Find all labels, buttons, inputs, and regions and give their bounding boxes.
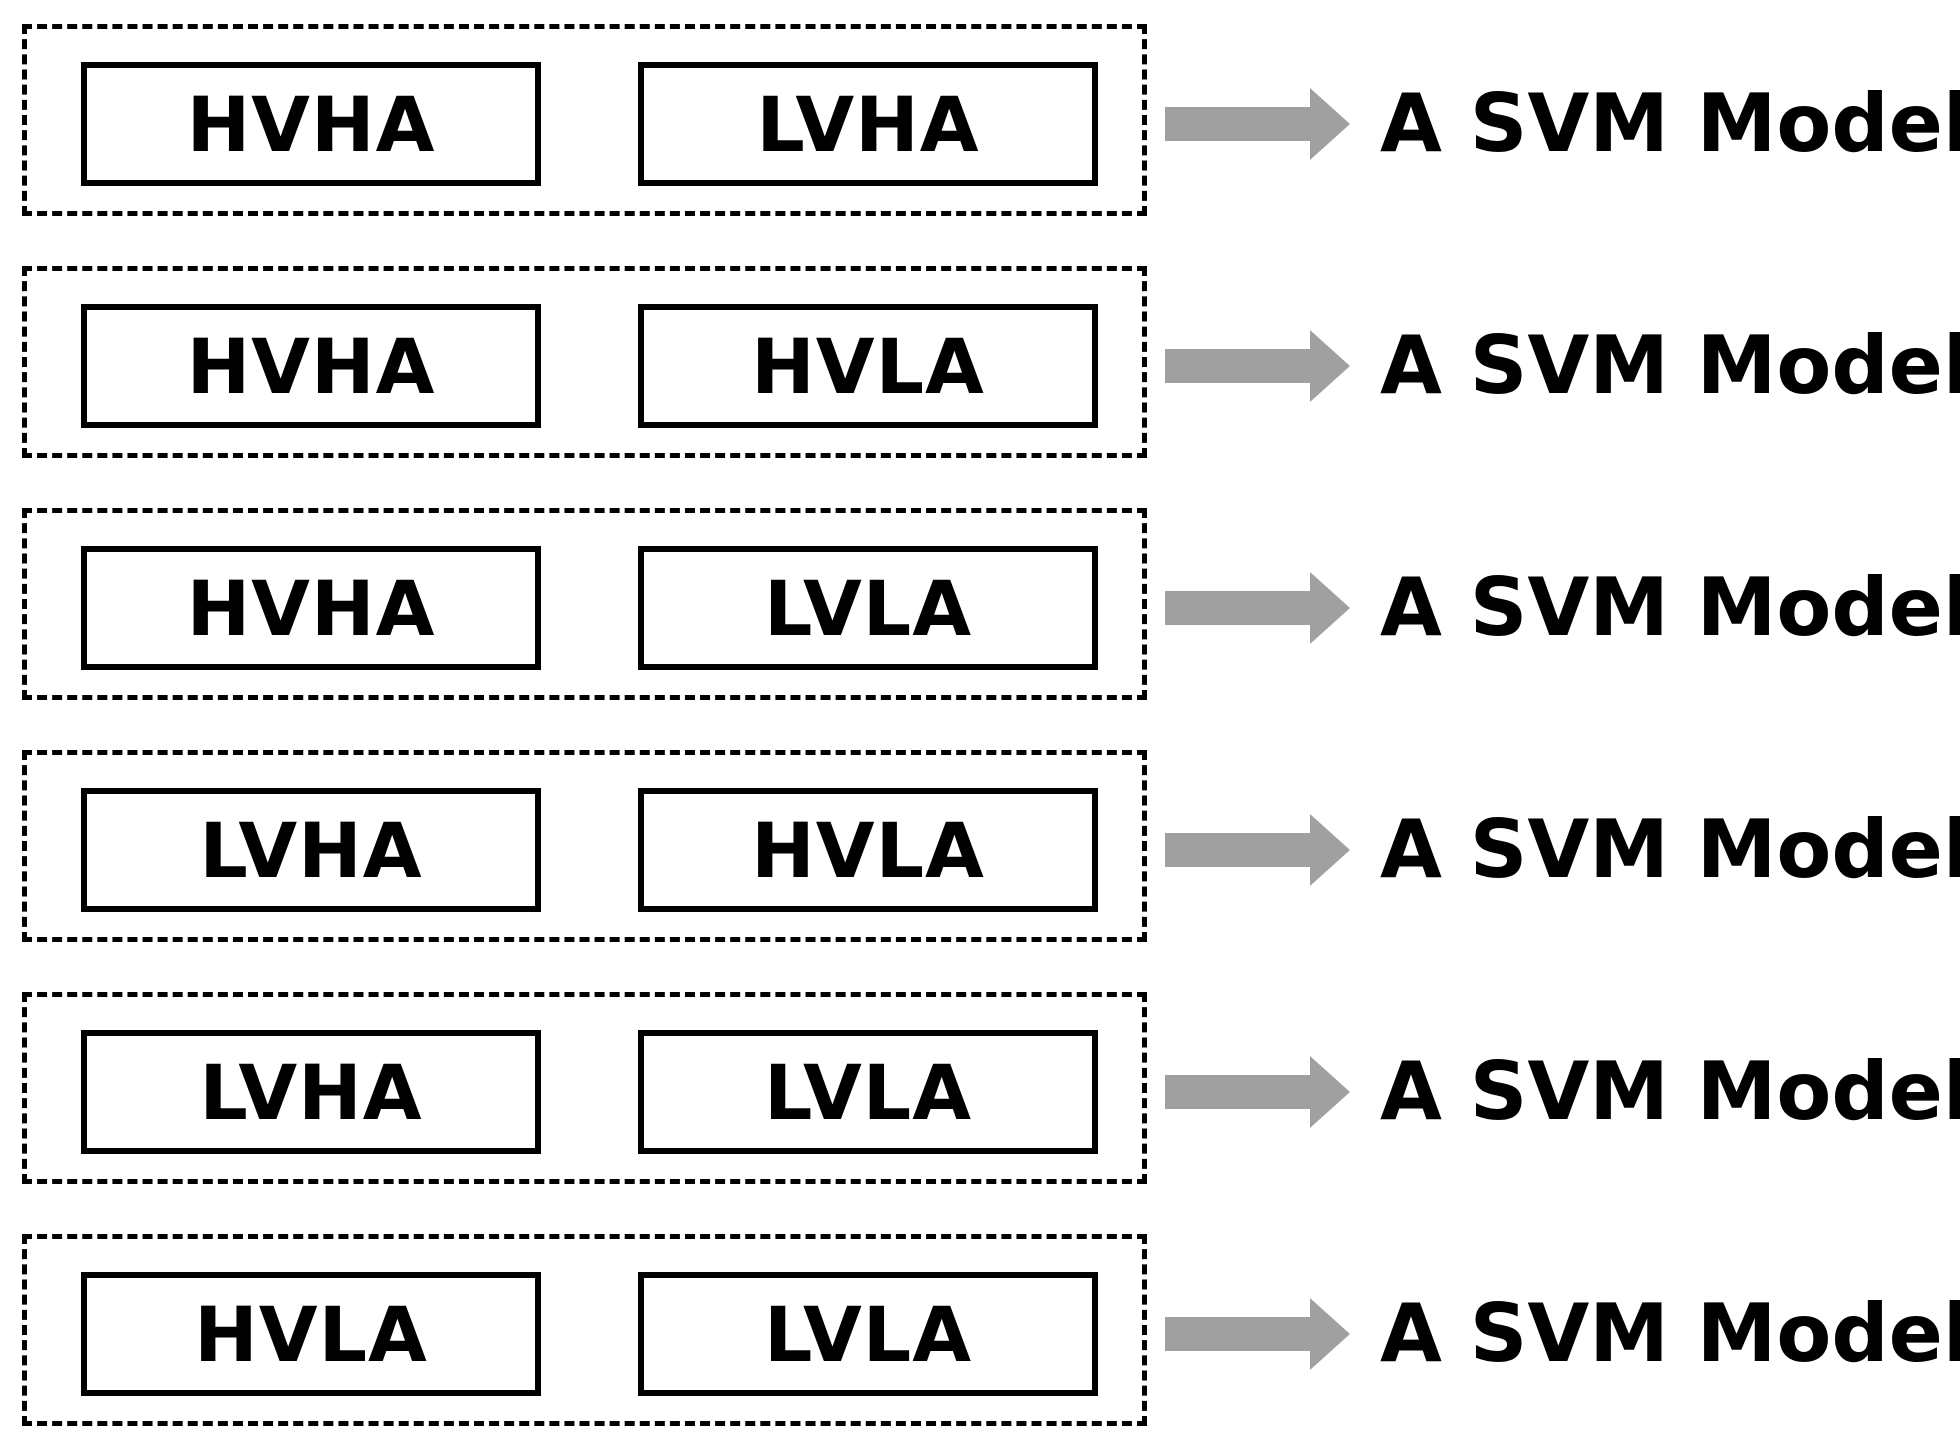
left-class-box: HVLA <box>81 1272 541 1396</box>
pair-row-5: LVHA LVLA A SVM Model <box>0 992 1960 1188</box>
left-class-box: LVHA <box>81 1030 541 1154</box>
svm-model-label: A SVM Model <box>1380 1045 1960 1138</box>
pair-row-3: HVHA LVLA A SVM Model <box>0 508 1960 704</box>
pair-row-4: LVHA HVLA A SVM Model <box>0 750 1960 946</box>
svm-model-label: A SVM Model <box>1380 77 1960 170</box>
pair-group-box <box>22 24 1147 216</box>
pair-group-box <box>22 992 1147 1184</box>
right-arrow-icon <box>1165 330 1350 402</box>
right-arrow-icon <box>1165 814 1350 886</box>
right-class-box: LVHA <box>638 62 1098 186</box>
right-arrow-icon <box>1165 1056 1350 1128</box>
right-class-box: HVLA <box>638 304 1098 428</box>
right-arrow-icon <box>1165 572 1350 644</box>
left-class-box: HVHA <box>81 62 541 186</box>
svm-model-label: A SVM Model <box>1380 319 1960 412</box>
pair-group-box <box>22 508 1147 700</box>
right-class-box: LVLA <box>638 1272 1098 1396</box>
pair-group-box <box>22 750 1147 942</box>
right-class-box: LVLA <box>638 546 1098 670</box>
left-class-box: HVHA <box>81 546 541 670</box>
svm-model-label: A SVM Model <box>1380 1287 1960 1380</box>
pair-row-6: HVLA LVLA A SVM Model <box>0 1234 1960 1430</box>
left-class-box: LVHA <box>81 788 541 912</box>
right-arrow-icon <box>1165 88 1350 160</box>
right-class-box: LVLA <box>638 1030 1098 1154</box>
pair-row-1: HVHA LVHA A SVM Model <box>0 24 1960 220</box>
pair-group-box <box>22 266 1147 458</box>
pair-group-box <box>22 1234 1147 1426</box>
svm-model-label: A SVM Model <box>1380 561 1960 654</box>
svm-model-label: A SVM Model <box>1380 803 1960 896</box>
right-class-box: HVLA <box>638 788 1098 912</box>
left-class-box: HVHA <box>81 304 541 428</box>
right-arrow-icon <box>1165 1298 1350 1370</box>
pair-row-2: HVHA HVLA A SVM Model <box>0 266 1960 462</box>
